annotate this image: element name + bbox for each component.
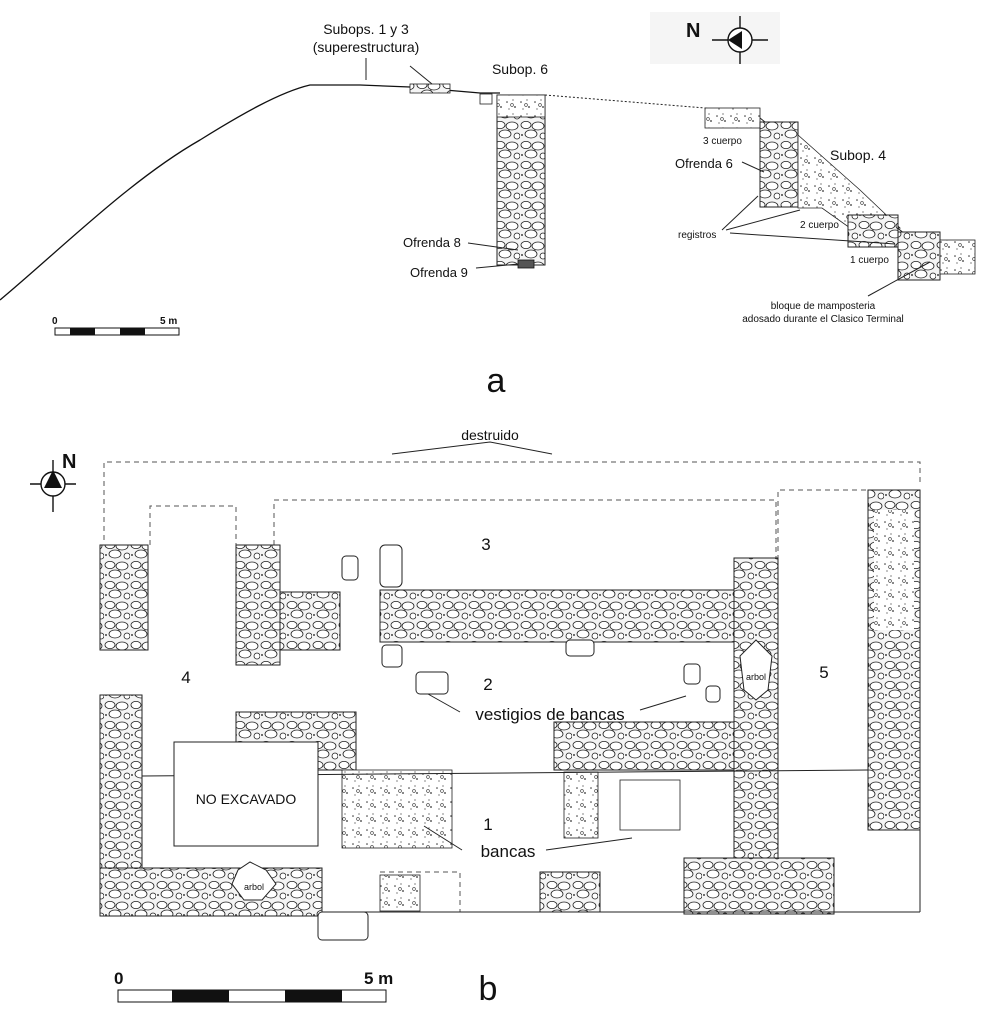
stone-room2-b [381,644,403,668]
bench-dashed [380,871,461,913]
leader-superstructure [409,65,433,85]
wall-south-mid [539,871,601,913]
subop-4-body-3-wall [759,121,799,208]
bench-fill-4 [379,874,421,912]
label-room-4: 4 [181,668,190,687]
scale-b-end: 5 m [364,969,393,988]
label-vestigios: vestigios de bancas [475,705,624,724]
destruido-bracket [391,441,553,455]
label-destruido: destruido [461,427,519,443]
label-room-3: 3 [481,535,490,554]
scale-bar-a: 0 5 m [52,316,180,336]
label-bloque-1: bloque de mamposteria [771,301,876,312]
stone-room2-d [683,663,701,685]
wall-west-north [99,544,149,651]
panel-a-letter: a [487,362,506,400]
scale-a-end: 5 m [160,316,177,327]
stone-south-a [317,911,369,941]
label-subop-6: Subop. 6 [492,61,548,77]
subop-6-shaft [496,94,546,266]
wall-south-west [99,867,323,917]
leader-vestigios-right [639,695,687,711]
leader-bancas-left [423,825,463,851]
ofrenda-9-deposit [517,259,535,269]
tree-north [739,639,773,701]
leader-registros-2 [725,209,801,231]
label-room-5: 5 [819,663,828,682]
label-ofrenda-9: Ofrenda 9 [410,265,468,280]
leader-ofrenda-8 [467,242,519,251]
scale-a-start: 0 [52,316,58,327]
label-superestructura: (superestructura) [313,39,420,55]
scale-bar-b: 0 5 m [114,969,393,1003]
stone-room2-e [705,685,721,703]
north-arrow-b-label: N [62,451,76,473]
stone-room3-a [379,544,403,588]
stone-room2-c [565,639,595,657]
label-no-excavado: NO EXCAVADO [196,791,297,807]
north-arrow-b: N [30,451,76,512]
east-rubble [874,510,914,630]
wall-east-inner [733,557,779,869]
room-5-dashed [777,489,879,560]
room-3-dashed [273,499,777,560]
stone-room3-b [341,555,359,581]
label-arbol-south: arbol [244,882,264,892]
leader-vestigios-left [427,693,461,713]
wall-room2-south [553,721,755,771]
label-room-1: 1 [483,815,492,834]
unexcavated-area [173,741,319,847]
label-cuerpo-3: 3 cuerpo [703,136,742,147]
wall-south-east [683,857,835,915]
superstructure-wall [409,83,451,94]
label-ofrenda-6: Ofrenda 6 [675,156,733,171]
wall-room4-east [235,544,281,666]
panel-a-section: Subops. 1 y 3 (superestructura) Subop. 6… [0,12,976,400]
terminal-classic-block [939,239,976,275]
label-subops-1-3: Subops. 1 y 3 [323,21,409,37]
wall-room3-south [379,589,761,643]
panel-b-plan: destruido [30,427,921,1008]
bench-fill-2 [563,771,599,839]
label-room-2: 2 [483,675,492,694]
label-cuerpo-1: 1 cuerpo [850,255,889,266]
room-4-dashed [149,505,237,545]
stone-room2-a [415,671,449,695]
leader-ofrenda-9 [475,263,519,269]
leader-bancas-right [545,837,633,851]
panel-b-letter: b [479,970,498,1008]
bench-fill-3 [619,779,681,831]
leader-registros-3 [729,232,896,245]
leader-registros-1 [721,195,759,231]
label-bloque-2: adosado durante el Clasico Terminal [742,314,904,325]
wall-room4-pier [279,591,341,651]
label-cuerpo-2: 2 cuerpo [800,220,839,231]
bench-fill-1 [341,769,453,849]
subop-4-body-1 [897,231,941,281]
eroded-surface-dotted [544,94,706,109]
subop-4-body-3 [704,107,761,129]
mound-profile-line [0,84,500,301]
label-bancas: bancas [481,842,536,861]
label-subop-4: Subop. 4 [830,147,886,163]
label-arbol-north: arbol [746,672,766,682]
subop-6-top-layers [496,94,546,118]
north-arrow-a: N [650,12,780,64]
label-ofrenda-8: Ofrenda 8 [403,235,461,250]
tree-south [231,861,277,901]
destroyed-outline [103,461,921,540]
north-arrow-a-label: N [686,20,700,42]
label-registros: registros [678,230,716,241]
subop-1-3-step [479,93,493,105]
leader-ofrenda-6 [741,161,765,173]
leader-bloque [867,261,931,297]
scale-b-start: 0 [114,969,123,988]
